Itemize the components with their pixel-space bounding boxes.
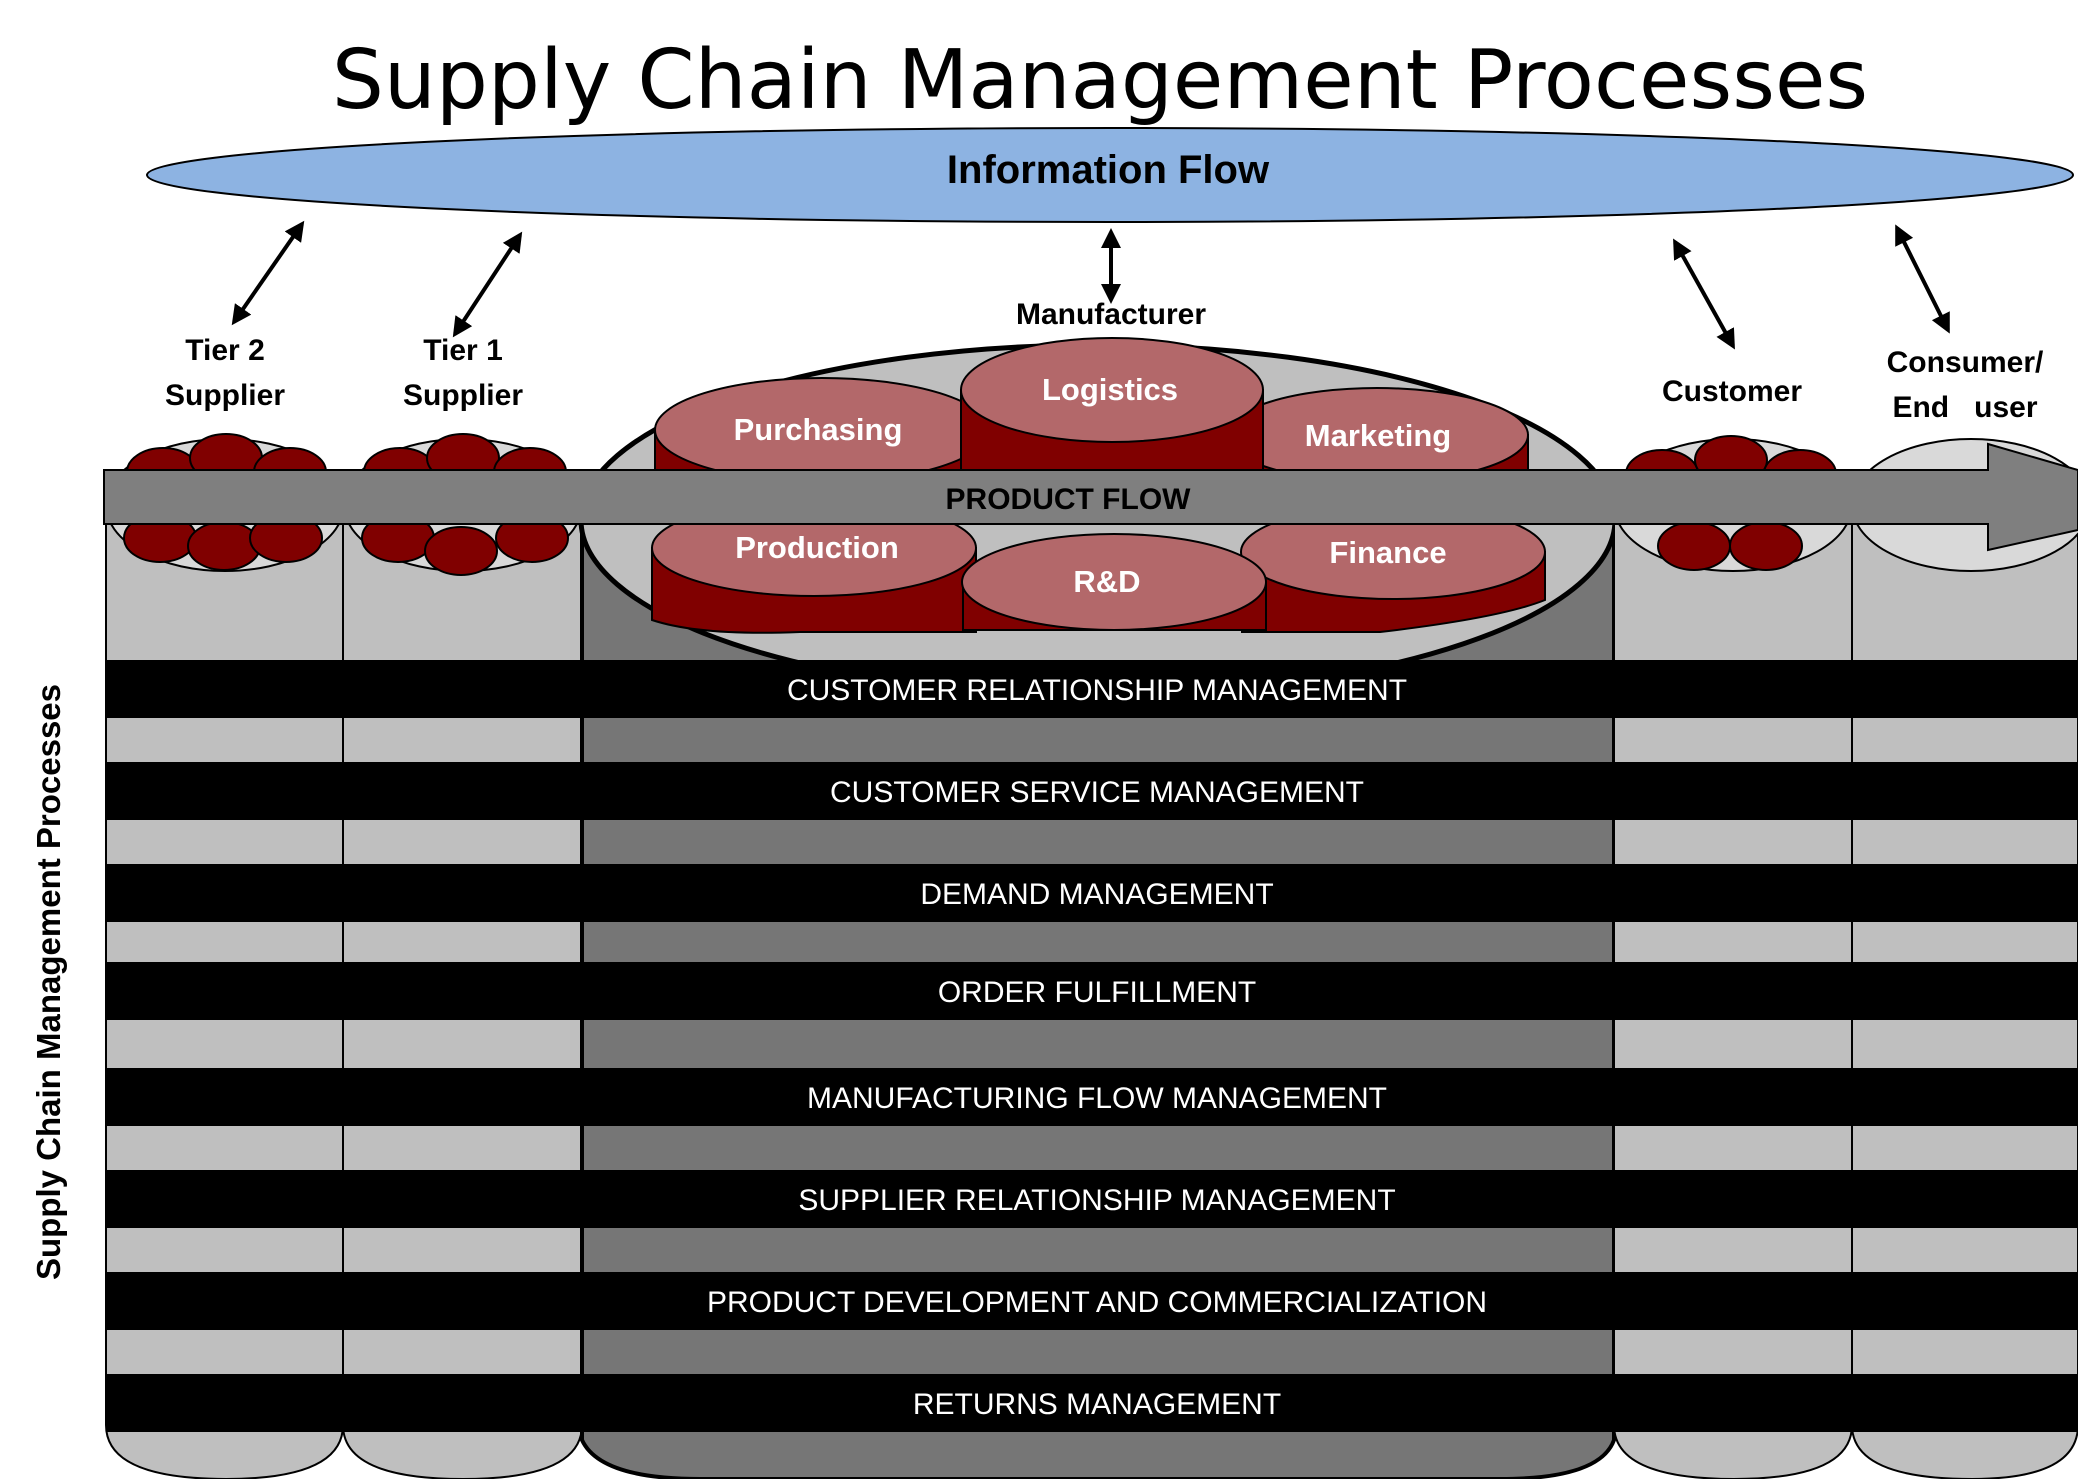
process-label-1: CUSTOMER RELATIONSHIP MANAGEMENT <box>787 674 1407 707</box>
information-flow-ellipse <box>146 127 2074 223</box>
process-bar-5 <box>106 1068 2078 1126</box>
process-bars: CUSTOMER RELATIONSHIP MANAGEMENT CUSTOME… <box>106 660 2078 1432</box>
tier1-entity-5 <box>424 526 498 576</box>
process-bar-6 <box>106 1170 2078 1228</box>
finance-label: Finance <box>1329 535 1446 570</box>
production-label: Production <box>735 530 899 565</box>
side-process-label: Supply Chain Management Processes <box>30 684 67 1280</box>
process-bar-1 <box>106 660 2078 718</box>
marketing-label: Marketing <box>1305 418 1451 453</box>
tier1-info-arrow <box>452 231 523 338</box>
process-label-6: SUPPLIER RELATIONSHIP MANAGEMENT <box>798 1184 1395 1217</box>
logistics-label: Logistics <box>1042 372 1178 407</box>
tier1-label-line2: Supplier <box>403 379 523 412</box>
process-bar-4 <box>106 962 2078 1020</box>
rnd-label: R&D <box>1073 564 1140 599</box>
tier2-info-arrow <box>231 220 305 326</box>
process-bar-2 <box>106 762 2078 820</box>
process-label-3: DEMAND MANAGEMENT <box>920 878 1273 911</box>
consumer-info-arrow <box>1895 224 1950 334</box>
consumer-label-line2: End user <box>1892 391 2037 424</box>
process-bar-3 <box>106 864 2078 922</box>
rnd-top <box>961 533 1267 631</box>
product-flow-label: PRODUCT FLOW <box>946 483 1192 516</box>
process-label-7: PRODUCT DEVELOPMENT AND COMMERCIALIZATIO… <box>707 1286 1487 1319</box>
tier2-label-line2: Supplier <box>165 379 285 412</box>
process-bar-7 <box>106 1272 2078 1330</box>
diagram-title: Supply Chain Management Processes <box>332 33 1868 128</box>
manufacturer-departments <box>651 337 1546 634</box>
process-label-8: RETURNS MANAGEMENT <box>913 1388 1281 1421</box>
information-flow-label: Information Flow <box>947 148 1270 192</box>
product-flow-arrow <box>103 442 2078 552</box>
process-label-5: MANUFACTURING FLOW MANAGEMENT <box>807 1082 1387 1115</box>
process-bar-8 <box>106 1374 2078 1432</box>
tier2-label-line1: Tier 2 <box>185 334 265 367</box>
customer-label: Customer <box>1662 375 1802 408</box>
process-label-4: ORDER FULFILLMENT <box>938 976 1256 1009</box>
information-arrows <box>231 220 1950 350</box>
process-label-2: CUSTOMER SERVICE MANAGEMENT <box>830 776 1364 809</box>
manufacturer-label: Manufacturer <box>1016 298 1206 331</box>
customer-info-arrow <box>1673 238 1735 350</box>
customer-entity-4 <box>1657 521 1731 571</box>
purchasing-label: Purchasing <box>734 412 903 447</box>
customer-entity-5 <box>1729 521 1803 571</box>
consumer-label-line1: Consumer/ <box>1887 346 2044 379</box>
logistics-top <box>960 337 1264 443</box>
tier2-entity-5 <box>187 521 261 571</box>
tier1-label-line1: Tier 1 <box>423 334 503 367</box>
